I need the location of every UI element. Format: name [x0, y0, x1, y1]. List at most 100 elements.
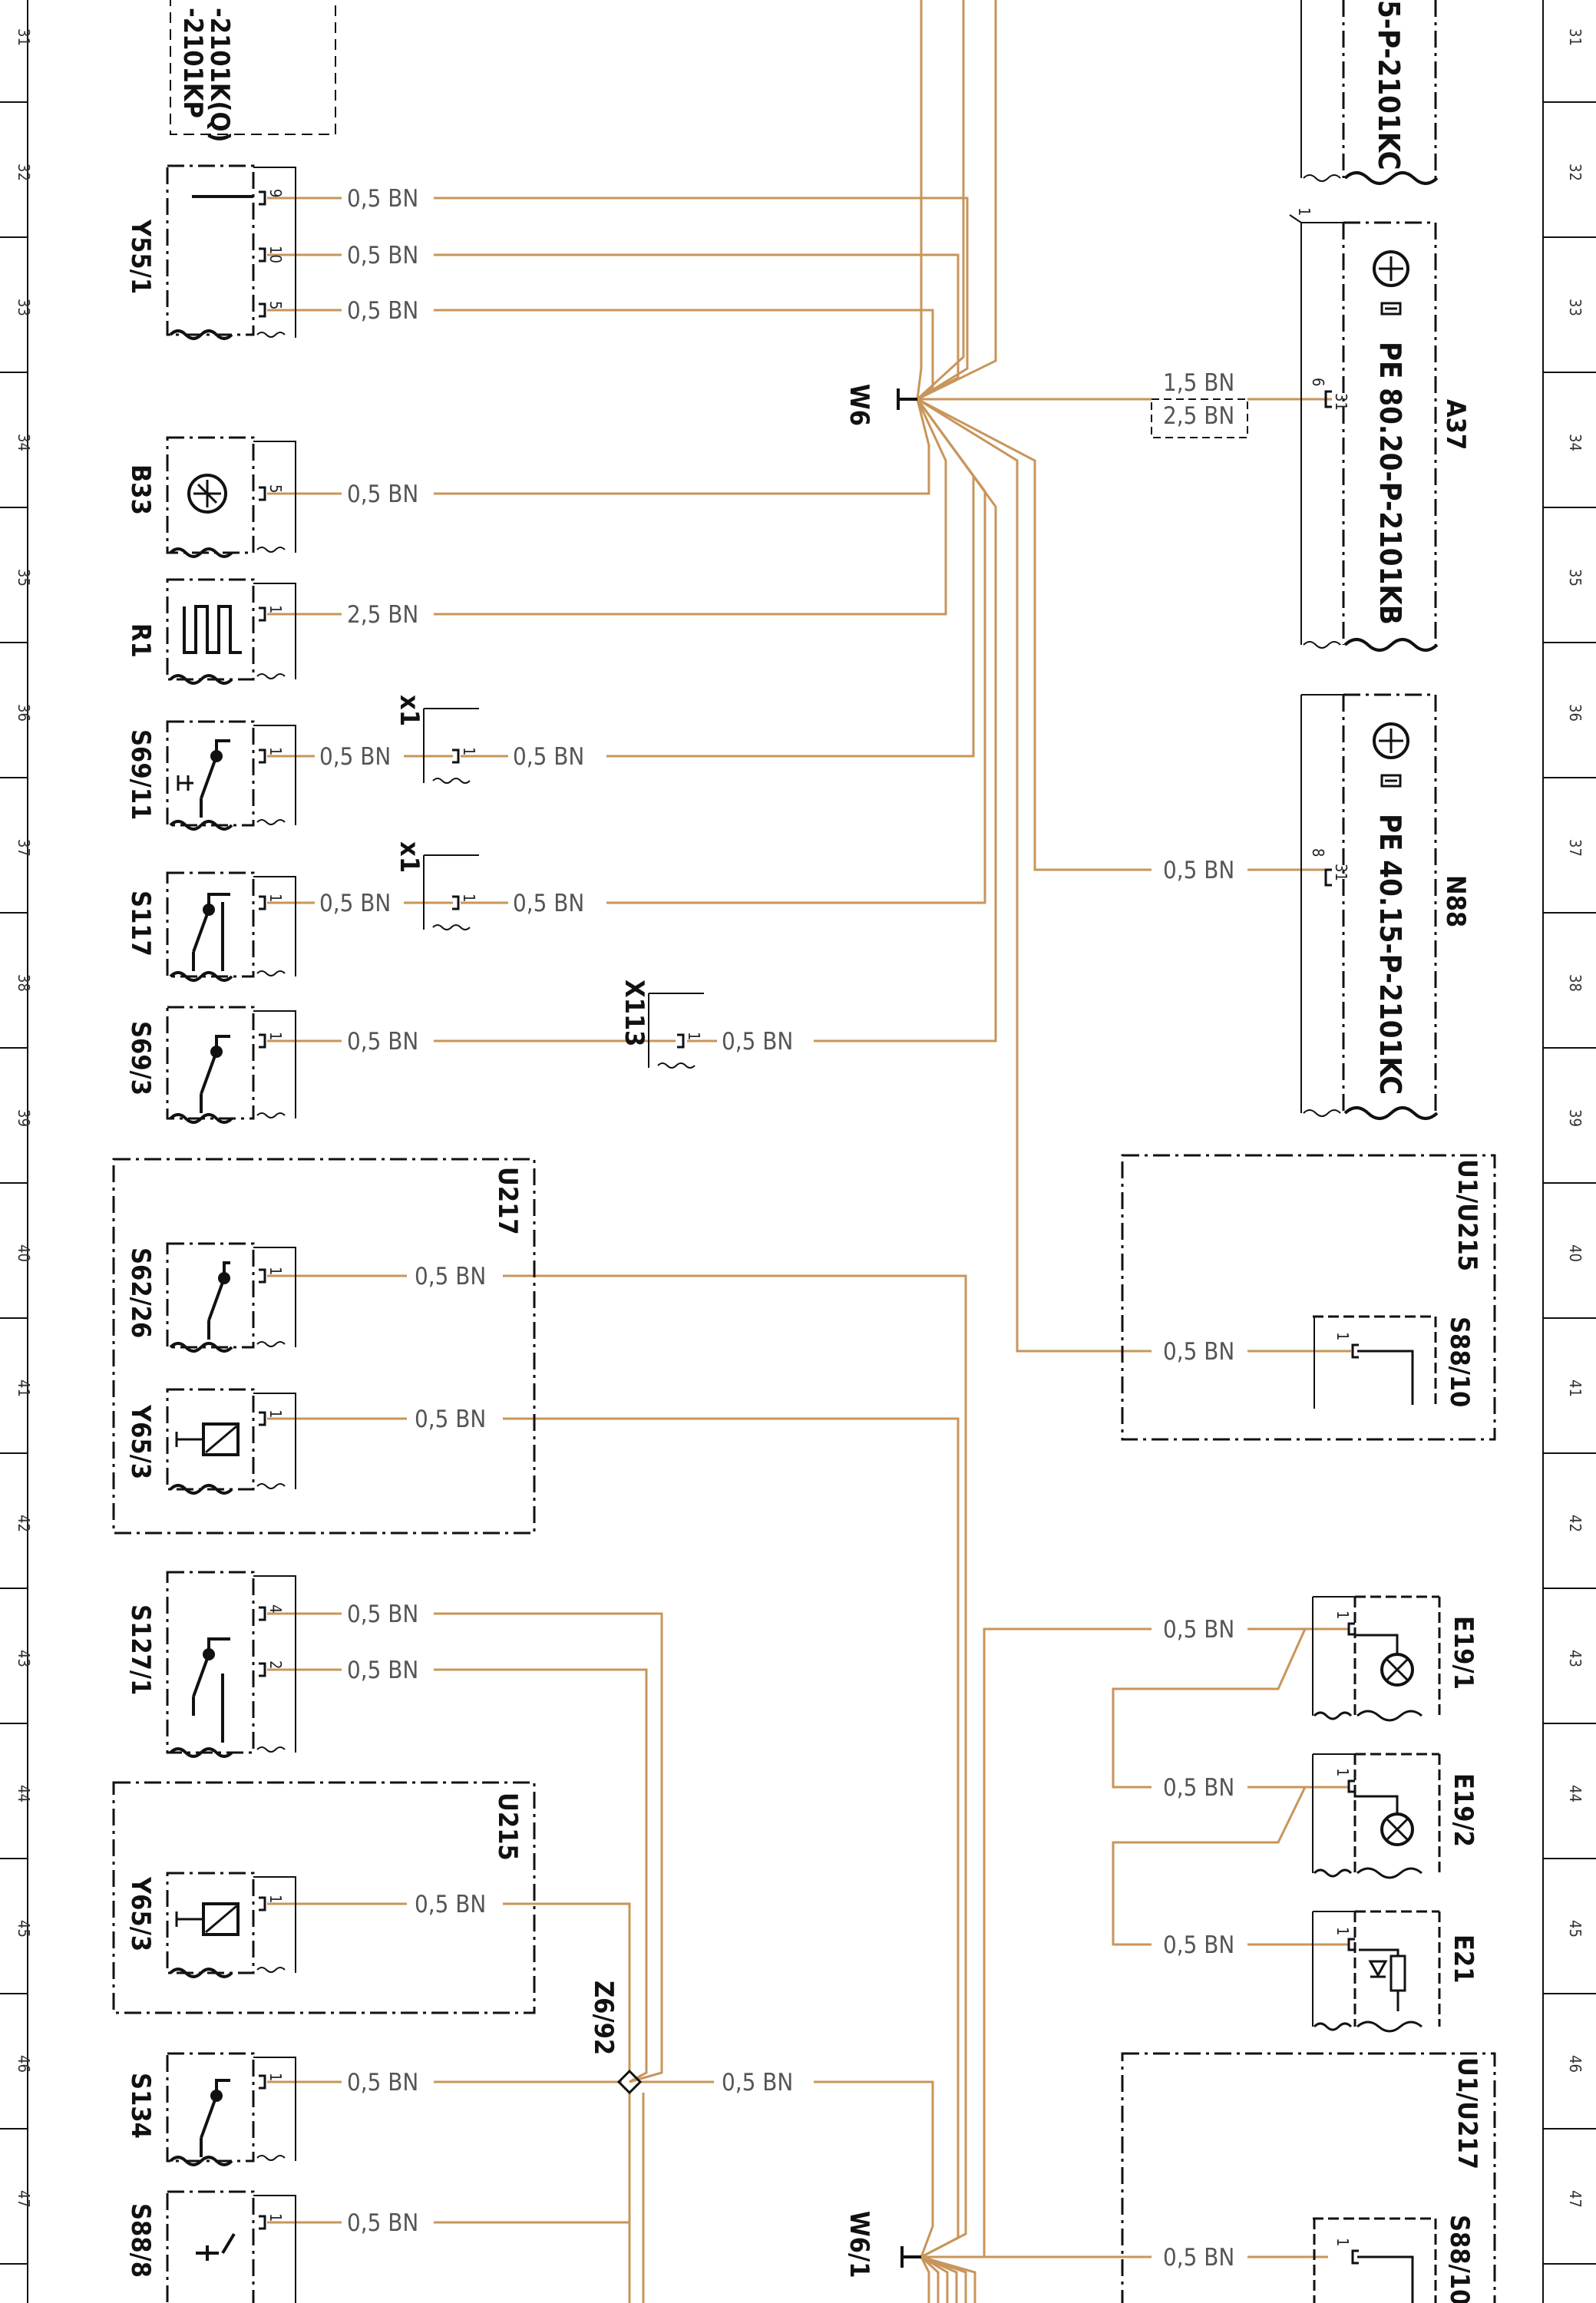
lamp-frame	[1312, 1753, 1355, 1873]
wire-label: 0,5 BN	[319, 890, 391, 917]
n88-wire-label: 0,5 BN	[1163, 857, 1234, 884]
lamp-dash	[1353, 1910, 1441, 2027]
pin-frame	[253, 1575, 296, 1753]
s88-8-name: S88/8	[125, 2203, 156, 2278]
x113-pin	[677, 1033, 685, 1049]
a37-sensor-symbol	[1373, 250, 1409, 287]
wire-label-bg	[315, 743, 401, 771]
y55-1-pin	[259, 190, 266, 206]
z6-92-down	[628, 2093, 645, 2303]
b33-wire	[434, 398, 930, 495]
pin-frame	[253, 1876, 296, 1973]
wire-label-bg	[1158, 857, 1244, 884]
s127-1-pin	[259, 1606, 266, 1621]
y65-3a-coil-lines	[175, 1425, 237, 1454]
x113-wavy	[657, 1062, 696, 1069]
w6-1-label: W6/1	[844, 2211, 874, 2278]
component-boxes	[112, 0, 1496, 2303]
pin-number: 10	[266, 246, 285, 263]
partial-top-box	[170, 0, 336, 135]
grid-row-label-left: 45	[15, 1920, 33, 1938]
e19-1-wire-label: 0,5 BN	[1163, 1616, 1234, 1644]
n88-pin2: 31	[1332, 864, 1350, 881]
lamp-dash	[1353, 1753, 1441, 1873]
wire-label: 0,5 BN	[513, 743, 584, 771]
s88-1x-name: S88/10	[1444, 2215, 1475, 2303]
s88-10-pin-mark	[1351, 1343, 1359, 1359]
lamp-wavy	[1313, 2020, 1423, 2033]
r1-wire	[434, 398, 947, 616]
pin-frame	[253, 583, 296, 679]
pin-number: 1	[460, 894, 478, 902]
wire-label-bg	[1158, 1616, 1244, 1644]
u217-group-box	[112, 1158, 536, 1535]
u1-u217-group-box	[1121, 2052, 1496, 2303]
component-symbols	[175, 190, 1414, 2303]
y65-3b-wire	[503, 1902, 631, 2073]
pin-number: 4	[266, 1604, 285, 1613]
pin-number: 1	[685, 1032, 703, 1040]
pin-mark	[259, 1896, 266, 1911]
a37-wire-label-1: 1,5 BN	[1163, 369, 1234, 397]
grid-row-label-right: 47	[1566, 2190, 1584, 2208]
e19-1-loop	[1112, 1627, 1350, 1789]
x1-b-wavy	[432, 924, 471, 930]
a37-pin-mark	[1324, 390, 1332, 408]
wire-label-bg	[717, 2069, 803, 2096]
grid-row-label-left: 41	[15, 1379, 33, 1397]
x1-a-label: x1	[394, 695, 425, 726]
wire-label-bg	[342, 2209, 428, 2237]
y65-3b-coil-lines	[175, 1905, 237, 1934]
pin-mark	[259, 1033, 266, 1049]
top-partial-label: 5-P-2101KC	[1372, 0, 1406, 170]
grid-row-label-left: 38	[15, 974, 33, 992]
w6-vert-2	[916, 0, 965, 401]
z6-92-wire	[814, 2080, 934, 2258]
grid-row-label-right: 32	[1566, 164, 1584, 181]
pin-mark	[259, 486, 266, 501]
s88-10-wire	[917, 398, 1152, 1353]
grid-row-label-left: 33	[15, 299, 33, 316]
b33-name: B33	[125, 464, 156, 515]
wavy-bottom	[169, 1747, 233, 1758]
wire-label: 0,5 BN	[415, 1406, 486, 1433]
y55-1-name: Y55/1	[125, 219, 156, 294]
a37-wire-label-2: 2,5 BN	[1163, 402, 1234, 430]
w6-vert-3	[917, 0, 997, 401]
grid-row-label-right: 42	[1566, 1515, 1584, 1532]
x113-frame	[648, 993, 704, 1068]
n88-part-label: PE 40.15-P-2101KC	[1373, 814, 1407, 1095]
wavy-bottom	[169, 1342, 233, 1353]
n88-sensor-lines	[1379, 729, 1403, 753]
w6-1-bus-down	[920, 2255, 940, 2303]
s69-3-wire	[814, 398, 997, 1042]
w6-1-splice-symbol	[900, 2246, 921, 2268]
r1-wire-label: 2,5 BN	[347, 601, 418, 629]
x1-b-label: x1	[394, 841, 425, 873]
S117-box	[166, 871, 255, 978]
wire-label-bg	[315, 890, 401, 917]
grid-row-label-left: 32	[15, 164, 33, 181]
e19-1-pin: 1	[1333, 1611, 1352, 1619]
grid-row-label-right: 37	[1566, 839, 1584, 857]
wavy-bottom	[169, 1484, 233, 1495]
s117-switch-a-dot	[203, 904, 215, 916]
grid-row-label-left: 44	[15, 1785, 33, 1802]
pin-mark	[259, 2074, 266, 2090]
lamp-frame	[1312, 1596, 1355, 1716]
r1-heater-symbol	[183, 605, 242, 654]
lamp-dash	[1353, 1595, 1441, 1716]
pin-number: 1	[266, 747, 285, 755]
b33-sensor-symbol	[187, 474, 227, 514]
pin-wavy	[256, 2155, 286, 2161]
wire-label-bg	[342, 1601, 428, 1628]
e19-2-lamp-symbol-x	[1385, 1817, 1409, 1842]
wire-label-bg	[1158, 1931, 1244, 1959]
s127-1-box	[166, 1571, 255, 1754]
wire-label: 0,5 BN	[415, 1891, 486, 1918]
right-wavy2	[1343, 1106, 1439, 1120]
pin-wavy	[256, 970, 286, 976]
